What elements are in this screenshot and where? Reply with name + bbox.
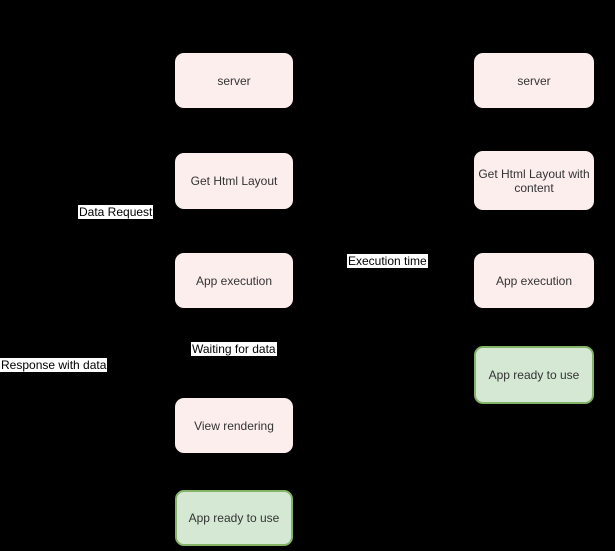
node-left-get-html-layout: Get Html Layout: [175, 153, 293, 209]
edge-label-data-request: Data Request: [78, 205, 154, 219]
node-left-view-rendering: View rendering: [175, 398, 293, 453]
node-left-app-execution: App execution: [175, 253, 293, 308]
node-right-server: server: [474, 53, 594, 108]
node-left-app-ready-to-use: App ready to use: [175, 490, 293, 546]
node-right-app-execution: App execution: [474, 253, 594, 308]
edge-label-response-with-data: Response with data: [0, 358, 108, 372]
node-right-get-html-layout-with-content: Get Html Layout with content: [474, 151, 594, 210]
edge-label-execution-time: Execution time: [347, 254, 428, 268]
edge-label-waiting-for-data: Waiting for data: [191, 342, 277, 356]
node-right-app-ready-to-use: App ready to use: [474, 346, 594, 404]
node-left-server: server: [175, 53, 293, 108]
